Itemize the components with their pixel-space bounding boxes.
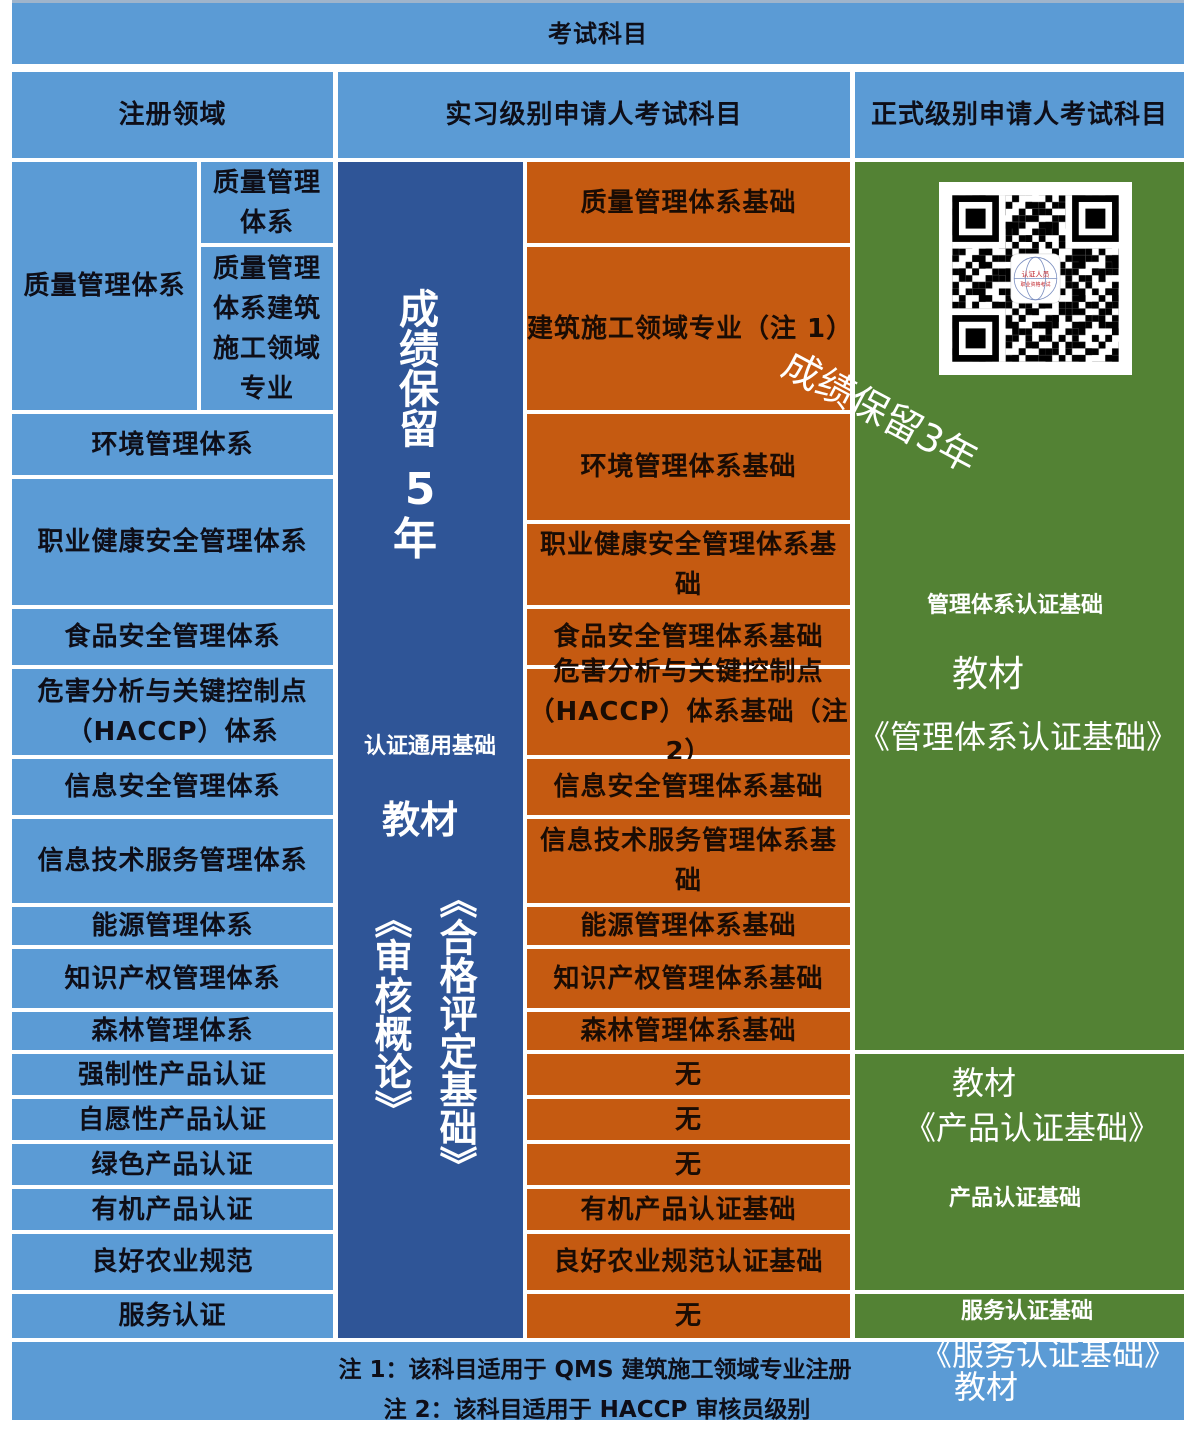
formal-management-book: 《管理体系认证基础》: [857, 718, 1179, 756]
formal-product-textbook-label: 教材: [951, 1064, 1017, 1102]
header-registration-field: 注册领域: [12, 72, 333, 158]
intern-subject-cell: 建筑施工领域专业（注 1）: [527, 247, 852, 410]
common-retention-unit: 年: [393, 514, 437, 565]
common-retention-years: 5: [404, 464, 436, 515]
common-subject-column: [338, 162, 523, 1338]
formal-product-subject: 产品认证基础: [948, 1186, 1082, 1211]
header-formal-subjects: 正式级别申请人考试科目: [855, 72, 1184, 158]
note-1: 注 1：该科目适用于 QMS 建筑施工领域专业注册: [338, 1357, 852, 1383]
intern-subject-cell: 食品安全管理体系基础: [527, 609, 850, 665]
intern-subject-cell: 森林管理体系基础: [527, 1012, 850, 1050]
header-intern-subjects: 实习级别申请人考试科目: [338, 72, 850, 158]
intern-subject-cell: 无: [527, 1054, 850, 1095]
qr-code[interactable]: 认证人员 职业资格考试: [939, 182, 1132, 375]
field-cell: 职业健康安全管理体系: [12, 479, 333, 605]
formal-management-subject: 管理体系认证基础: [926, 593, 1104, 618]
formal-service-textbook-label: 教材: [953, 1368, 1019, 1406]
field-cell: 信息技术服务管理体系: [12, 819, 333, 903]
formal-service-subject: 服务认证基础: [960, 1299, 1094, 1324]
table-title: 考试科目: [12, 0, 1184, 64]
intern-subject-cell: 能源管理体系基础: [527, 907, 850, 945]
formal-management-textbook-label: 教材: [951, 654, 1025, 695]
common-textbook-label: 教材: [381, 798, 459, 842]
note-2: 注 2：该科目适用于 HACCP 审核员级别: [383, 1397, 811, 1423]
field-cell: 信息安全管理体系: [12, 759, 333, 815]
intern-subject-cell: 无: [527, 1099, 850, 1140]
formal-product-cell: [855, 1054, 1184, 1290]
field-cell: 危害分析与关键控制点 （HACCP）体系: [12, 669, 333, 755]
intern-subject-cell: 环境管理体系基础: [527, 414, 850, 520]
field-qms-group: 质量管理体系: [12, 162, 197, 410]
intern-subject-cell: 无: [527, 1144, 850, 1185]
book-conformity-assessment: 《合格评定基础》: [433, 880, 477, 1184]
common-subject-name: 认证通用基础: [363, 734, 497, 759]
field-cell: 环境管理体系: [12, 414, 333, 475]
field-qms-sub: 质量管理 体系: [201, 162, 333, 243]
intern-subject-cell: 信息安全管理体系基础: [527, 759, 850, 815]
field-cell: 服务认证: [12, 1294, 333, 1338]
intern-subject-cell: 质量管理体系基础: [527, 162, 850, 243]
intern-subject-cell: 有机产品认证基础: [527, 1189, 850, 1230]
field-cell: 食品安全管理体系: [12, 609, 333, 665]
intern-subject-cell: 信息技术服务管理体系基 础: [527, 819, 850, 903]
intern-subject-cell: 无: [527, 1294, 850, 1338]
formal-service-book: 《服务认证基础》: [919, 1335, 1177, 1373]
field-qms-construction-sub: 质量管理 体系建筑 施工领域 专业: [201, 247, 333, 410]
qr-code-icon: 认证人员 职业资格考试: [939, 182, 1132, 375]
field-cell: 绿色产品认证: [12, 1144, 333, 1185]
book-audit-overview: 《审核概论》: [368, 900, 412, 1128]
field-cell: 强制性产品认证: [12, 1054, 333, 1095]
intern-subject-cell: 危害分析与关键控制点 （HACCP）体系基础（注 2）: [527, 657, 850, 767]
qr-logo-line2: 职业资格考试: [1021, 281, 1051, 288]
field-cell: 知识产权管理体系: [12, 949, 333, 1008]
formal-service-cell: [855, 1294, 1184, 1338]
common-retention-label: 成绩保留: [392, 288, 438, 448]
intern-subject-cell: 知识产权管理体系基础: [527, 949, 850, 1008]
field-cell: 自愿性产品认证: [12, 1099, 333, 1140]
footer-notes: [12, 1342, 1184, 1420]
field-cell: 有机产品认证: [12, 1189, 333, 1230]
qr-logo-line1: 认证人员: [1022, 270, 1050, 279]
intern-subject-cell: 职业健康安全管理体系基 础: [527, 524, 850, 605]
field-cell: 能源管理体系: [12, 907, 333, 945]
intern-subject-cell: 良好农业规范认证基础: [527, 1234, 850, 1290]
field-cell: 森林管理体系: [12, 1012, 333, 1050]
formal-product-book: 《产品认证基础》: [903, 1109, 1161, 1147]
field-cell: 良好农业规范: [12, 1234, 333, 1290]
